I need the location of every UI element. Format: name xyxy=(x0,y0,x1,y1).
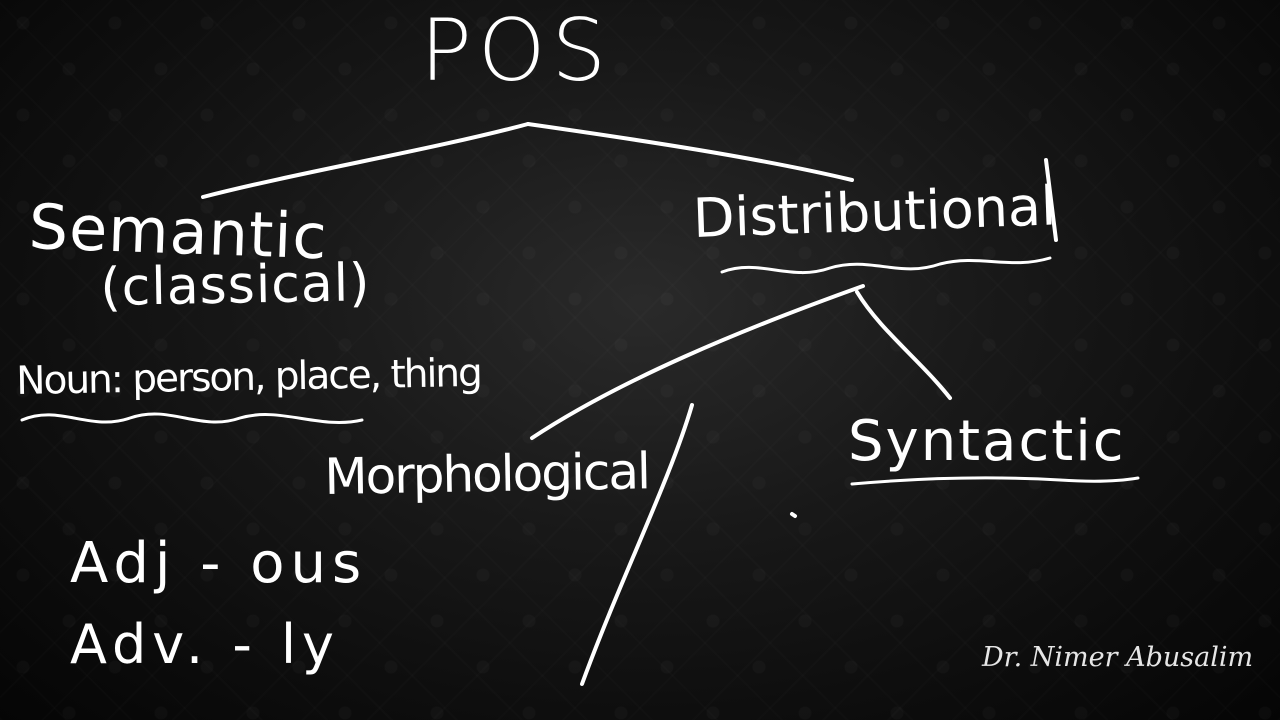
branch-distributional-label: Distributional xyxy=(691,174,1057,250)
underline-syntactic xyxy=(850,476,1140,486)
connector-pos-distributional xyxy=(526,122,854,182)
branch-morphological-label: Morphological xyxy=(323,442,650,506)
distributional-end-stroke xyxy=(1044,158,1058,242)
connector-distributional-syntactic xyxy=(855,290,952,400)
author-credit: Dr. Nimer Abusalim xyxy=(982,642,1254,673)
semantic-example: Noun: person, place, thing xyxy=(15,350,482,404)
diagram-title: POS xyxy=(420,1,613,101)
underline-noun xyxy=(20,412,364,424)
morphology-example-adj: Adj - ous xyxy=(70,531,368,596)
branch-syntactic-label: Syntactic xyxy=(848,409,1126,474)
branch-semantic-sublabel: (classical) xyxy=(99,253,371,318)
connector-distributional-morphological xyxy=(530,284,865,440)
chalk-dot xyxy=(790,512,797,518)
connector-pos-semantic xyxy=(201,122,530,199)
morphology-example-adv: Adv. - ly xyxy=(70,613,340,676)
divider-stroke xyxy=(580,403,694,686)
underline-distributional xyxy=(720,256,1052,275)
